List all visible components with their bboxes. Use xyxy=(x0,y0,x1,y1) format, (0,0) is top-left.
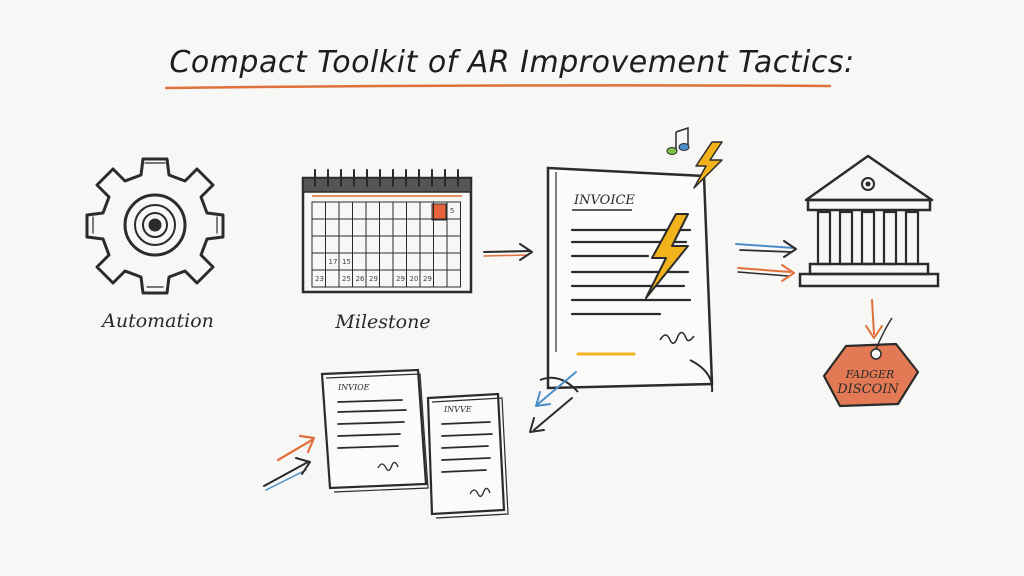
bank-columns xyxy=(816,210,920,266)
calendar-day-number: 5 xyxy=(450,207,454,215)
calendar-day-number: 15 xyxy=(342,258,351,266)
calendar-day-number: 23 xyxy=(315,275,324,283)
arrow-icon xyxy=(535,371,577,407)
calendar-day-number: 17 xyxy=(329,258,338,266)
calendar-day-number: 29 xyxy=(369,275,378,283)
calendar-day-number: 29 xyxy=(423,275,432,283)
arrow-icon xyxy=(276,434,316,462)
music-note-icon xyxy=(666,126,690,155)
arrow-icon xyxy=(737,264,795,282)
small-invoice-2-lines xyxy=(441,421,493,473)
signature xyxy=(659,331,695,344)
arrow-icon xyxy=(865,299,883,339)
calendar-icon: 5 17 15 23 25 26 29 29 20 29 xyxy=(301,169,473,294)
calendar-day-number: 20 xyxy=(410,275,419,283)
lightning-icon xyxy=(645,213,689,299)
calendar-day-numbers: 5 17 15 23 25 26 29 29 20 29 xyxy=(315,207,454,283)
diagram-title: Compact Toolkit of AR Improvement Tactic… xyxy=(169,45,854,80)
bank-icon xyxy=(798,154,940,288)
invoice-icon: INVIOE xyxy=(320,368,429,493)
arrow-icon xyxy=(529,397,573,433)
title-underline xyxy=(164,84,832,90)
gear-icon xyxy=(85,157,225,295)
calendar-grid xyxy=(311,201,461,288)
invoice-title: INVOICE xyxy=(573,193,635,208)
discount-tag-line-2: DISCOIN xyxy=(836,382,899,397)
automation-label: Automation xyxy=(100,310,214,332)
arrow-icon xyxy=(263,457,311,491)
invoice-text-lines xyxy=(570,228,692,316)
calendar-day-number: 26 xyxy=(356,275,365,283)
invoice-icon: INVVE xyxy=(426,392,509,519)
small-invoice-1-lines xyxy=(337,399,407,449)
arrow-icon xyxy=(735,240,797,258)
price-tag-icon: FADGER DISCOIN xyxy=(822,317,920,408)
calendar-day-number: 25 xyxy=(342,275,351,283)
small-invoice-1-title: INVIOE xyxy=(337,383,370,392)
calendar-rings xyxy=(314,169,459,187)
small-invoice-2-title: INVVE xyxy=(443,405,472,414)
calendar-day-number: 29 xyxy=(396,275,405,283)
milestone-label: Milestone xyxy=(334,311,430,333)
arrow-icon xyxy=(483,243,533,261)
invoice-icon: INVOICE xyxy=(539,166,714,393)
discount-tag-line-1: FADGER xyxy=(845,368,895,381)
lightning-icon xyxy=(693,141,723,189)
